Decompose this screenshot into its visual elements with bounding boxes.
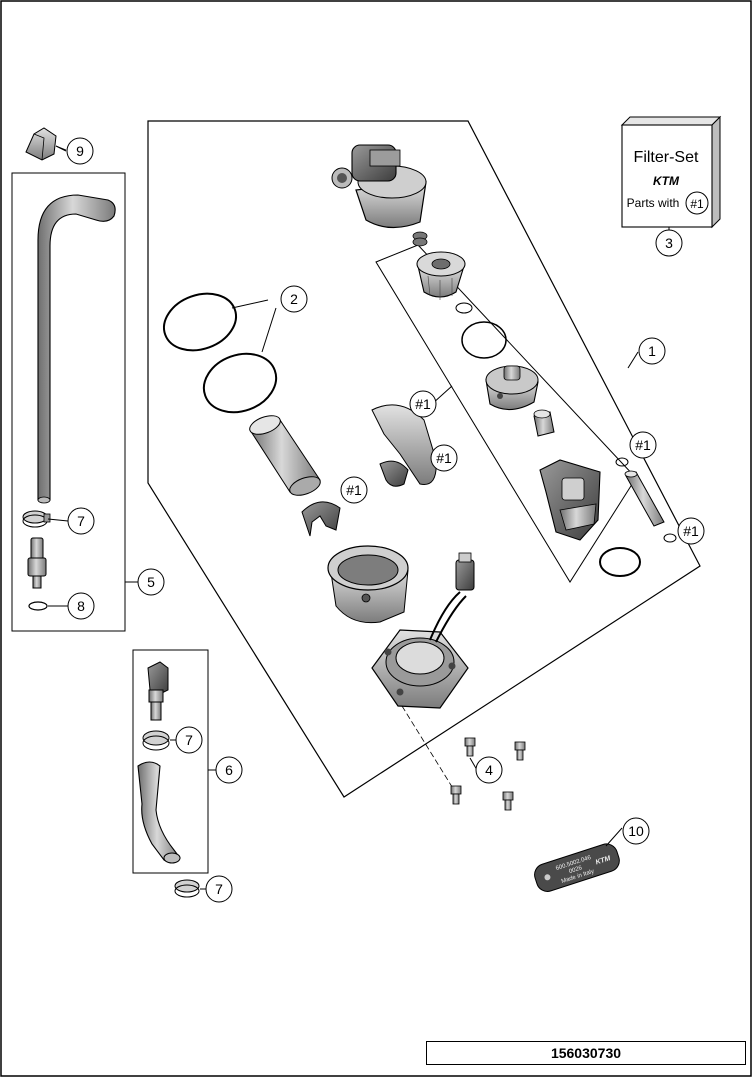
svg-text:#1: #1 (436, 450, 452, 466)
leader-lines (47, 145, 670, 890)
callout-5: 5 (137, 568, 165, 596)
hose-part-6 (137, 761, 181, 864)
o-ring-lower (202, 352, 278, 414)
hose-clamp-left (22, 510, 51, 528)
svg-text:6: 6 (225, 762, 233, 778)
small-o-ring-b (615, 457, 629, 467)
callout-7-lower: 7 (205, 875, 233, 903)
svg-text:#1: #1 (346, 482, 362, 498)
ktm-logo: KTM (653, 174, 680, 188)
hose-clamp-middle (142, 730, 170, 751)
svg-text:5: 5 (147, 574, 155, 590)
group-5-box (11, 172, 126, 632)
callout-ref-1-c: #1 (340, 476, 368, 504)
svg-text:1: 1 (648, 343, 656, 359)
svg-text:4: 4 (485, 762, 493, 778)
quick-coupling (147, 661, 169, 721)
svg-text:#1: #1 (635, 437, 651, 453)
svg-text:#1: #1 (683, 523, 699, 539)
svg-text:3: 3 (665, 235, 673, 251)
callout-ref-1-d: #1 (629, 431, 657, 459)
small-o-ring-c (663, 533, 677, 543)
pump-flange-base (371, 552, 475, 709)
o-ring-upper (163, 292, 237, 352)
tube-part-5 (37, 194, 116, 504)
filter-set-title: Filter-Set (634, 149, 699, 166)
filter-set-parts-with: Parts with (627, 196, 680, 210)
svg-text:8: 8 (77, 598, 85, 614)
svg-text:#1: #1 (415, 396, 431, 412)
regulator-tube (533, 409, 555, 437)
callout-7-middle: 7 (175, 726, 203, 754)
pressure-regulator (485, 365, 539, 411)
tube-fitting (27, 537, 47, 589)
svg-text:2: 2 (290, 291, 298, 307)
svg-text:KTM: KTM (595, 855, 612, 866)
filter-o-ring (461, 321, 507, 359)
callout-6: 6 (215, 756, 243, 784)
o-ring-part-8 (28, 601, 48, 611)
callout-ref-1-e: #1 (677, 517, 705, 545)
callout-8: 8 (67, 592, 95, 620)
level-sensor (539, 459, 601, 541)
hose-clamp-bottom (174, 879, 200, 898)
filter-cover (371, 404, 437, 487)
retaining-clip (301, 501, 341, 537)
drawing-code-box: 156030730 (426, 1041, 746, 1065)
clip-part-9 (25, 127, 67, 161)
group-6-box (132, 649, 209, 874)
drawing-code: 156030730 (550, 1045, 622, 1061)
strainer-sleeve (249, 415, 321, 496)
small-o-ring-a (455, 302, 473, 314)
screw-axis-line (401, 705, 455, 791)
callout-2: 2 (280, 285, 308, 313)
callout-3: 3 (655, 229, 683, 257)
assembly-outline (147, 120, 701, 798)
fuel-filter (416, 251, 466, 300)
callout-ref-1-a: #1 (409, 390, 437, 418)
svg-text:7: 7 (77, 513, 85, 529)
callout-4: 4 (475, 756, 503, 784)
plate-line-2: 0026 (568, 865, 583, 875)
pump-housing-cup (327, 545, 409, 624)
callout-1: 1 (638, 337, 666, 365)
pin-tube (624, 470, 665, 527)
filter-set-ref: #1 (690, 197, 704, 211)
callouts: 9 2 3 1 #1 #1 #1 #1 (66, 137, 705, 903)
filter-set-box: Filter-Set KTM Parts with #1 (620, 115, 722, 229)
callout-7-upper: 7 (67, 507, 95, 535)
callout-ref-1-b: #1 (430, 444, 458, 472)
svg-text:7: 7 (215, 881, 223, 897)
sensor-o-ring (599, 547, 641, 577)
svg-text:7: 7 (185, 732, 193, 748)
svg-text:10: 10 (628, 823, 644, 839)
callout-9: 9 (66, 137, 94, 165)
type-plate: 600.5002.046 0026 Made in Italy KTM (534, 843, 620, 892)
screws-part-4 (450, 737, 526, 811)
filter-spring (412, 231, 428, 247)
svg-text:9: 9 (76, 143, 84, 159)
pump-head (331, 144, 427, 229)
callout-10: 10 (622, 817, 650, 845)
